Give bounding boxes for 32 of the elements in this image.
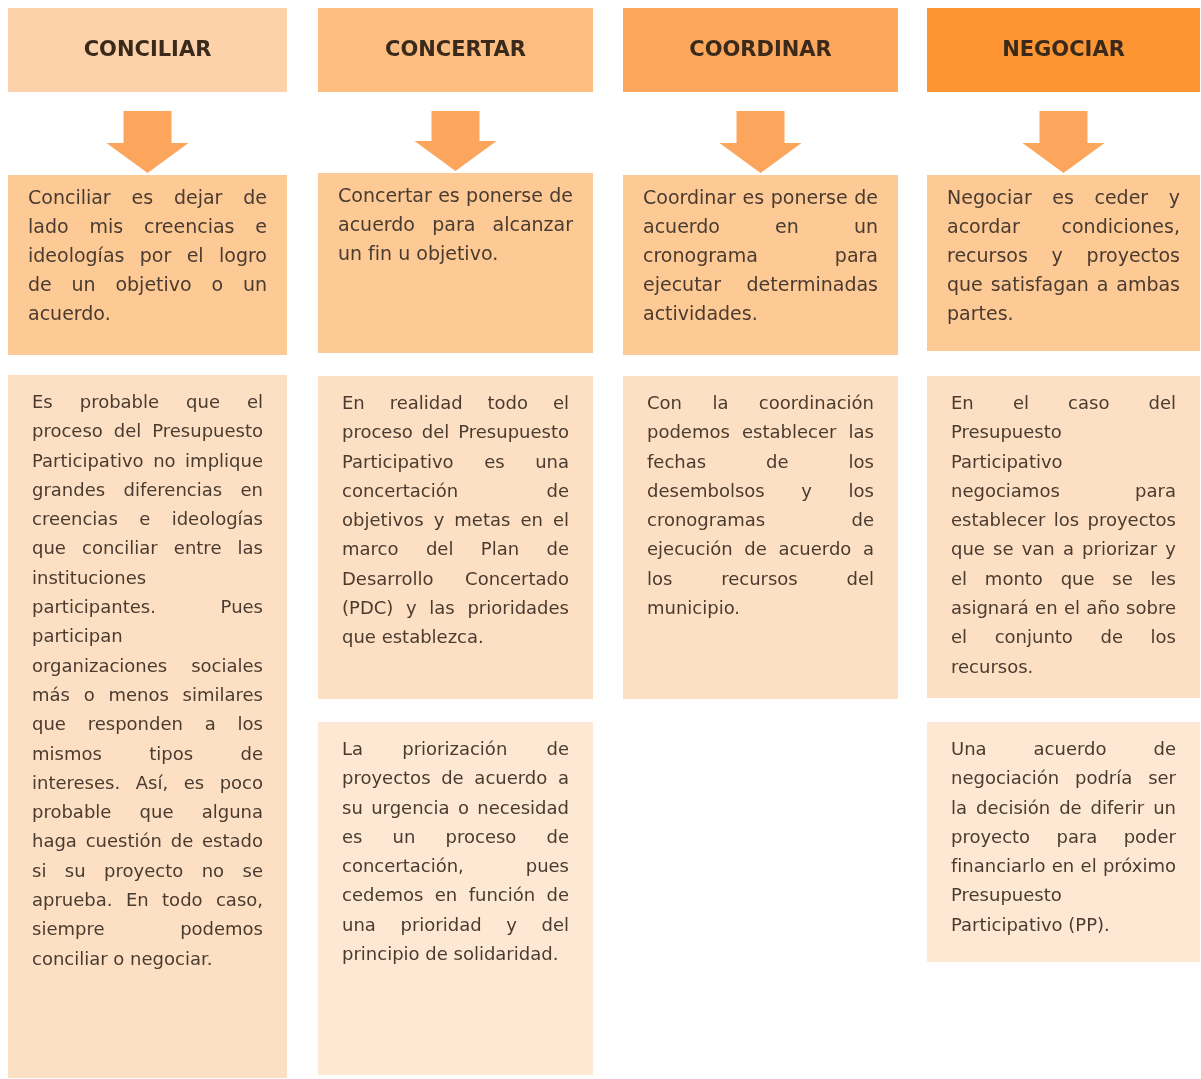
definition-text: Conciliar es dejar de lado mis creencias e ideologías por el logro de un objetivo o un acuerdo. [28, 185, 267, 326]
down-arrow [414, 111, 497, 171]
header-box [623, 8, 898, 92]
definition-box [623, 175, 898, 355]
down-arrow [719, 111, 802, 173]
header-title: NEGOCIAR [1002, 36, 1125, 64]
header-box [8, 8, 287, 92]
header-title: COORDINAR [689, 36, 832, 64]
definition-box [8, 175, 287, 355]
header-title: CONCERTAR [385, 36, 526, 64]
description-text: Una acuerdo de negociación podría ser la decisión de diferir un proyecto para poder financiarlo en el próximo Presupuesto Participativo (PP). [951, 737, 1176, 937]
definition-text: Concertar es ponerse de acuerdo para alcanzar un fin u objetivo. [338, 183, 573, 266]
description-text: En realidad todo el proceso del Presupuesto Participativo es una concertación de objetivos y metas en el marco del Plan de Desarrollo Concertado (PDC) y las prioridades que establezca. [342, 391, 569, 650]
description-box [623, 376, 898, 699]
down-arrow [1022, 111, 1105, 173]
description-box [927, 722, 1200, 962]
header-box [318, 8, 593, 92]
description-text: Con la coordinación podemos establecer las fechas de los desembolsos y los cronogramas de ejecución de acuerdo a los recursos del municipio. [647, 391, 874, 621]
definition-box [318, 173, 593, 353]
definition-box [927, 175, 1200, 351]
description-box [318, 376, 593, 699]
definition-text: Negociar es ceder y acordar condiciones, recursos y proyectos que satisfagan a ambas partes. [947, 185, 1180, 326]
description-text: La priorización de proyectos de acuerdo a su urgencia o necesidad es un proceso de concertación, pues cedemos en función de una prioridad y del principio de solidaridad. [342, 737, 569, 967]
header-title: CONCILIAR [83, 36, 212, 64]
description-box [318, 722, 593, 1075]
definition-text: Coordinar es ponerse de acuerdo en un cronograma para ejecutar determinadas actividades. [643, 185, 878, 326]
header-box [927, 8, 1200, 92]
down-arrow [106, 111, 189, 173]
description-box [927, 376, 1200, 698]
description-text: Es probable que el proceso del Presupuesto Participativo no implique grandes diferencias en creencias e ideologías que conciliar entre las instituciones participantes. Pues participan organizaciones sociales más o menos similares que responden a los mismos tipos de intereses. Así, es poco probable que alguna haga cuestión de estado si su proyecto no se aprueba. En todo caso, siempre podemos conciliar o negociar. [32, 390, 263, 971]
description-box [8, 375, 287, 1078]
description-text: En el caso del Presupuesto Participativo negociamos para establecer los proyectos que se van a priorizar y el monto que se les asignará en el año sobre el conjunto de los recursos. [951, 391, 1176, 679]
